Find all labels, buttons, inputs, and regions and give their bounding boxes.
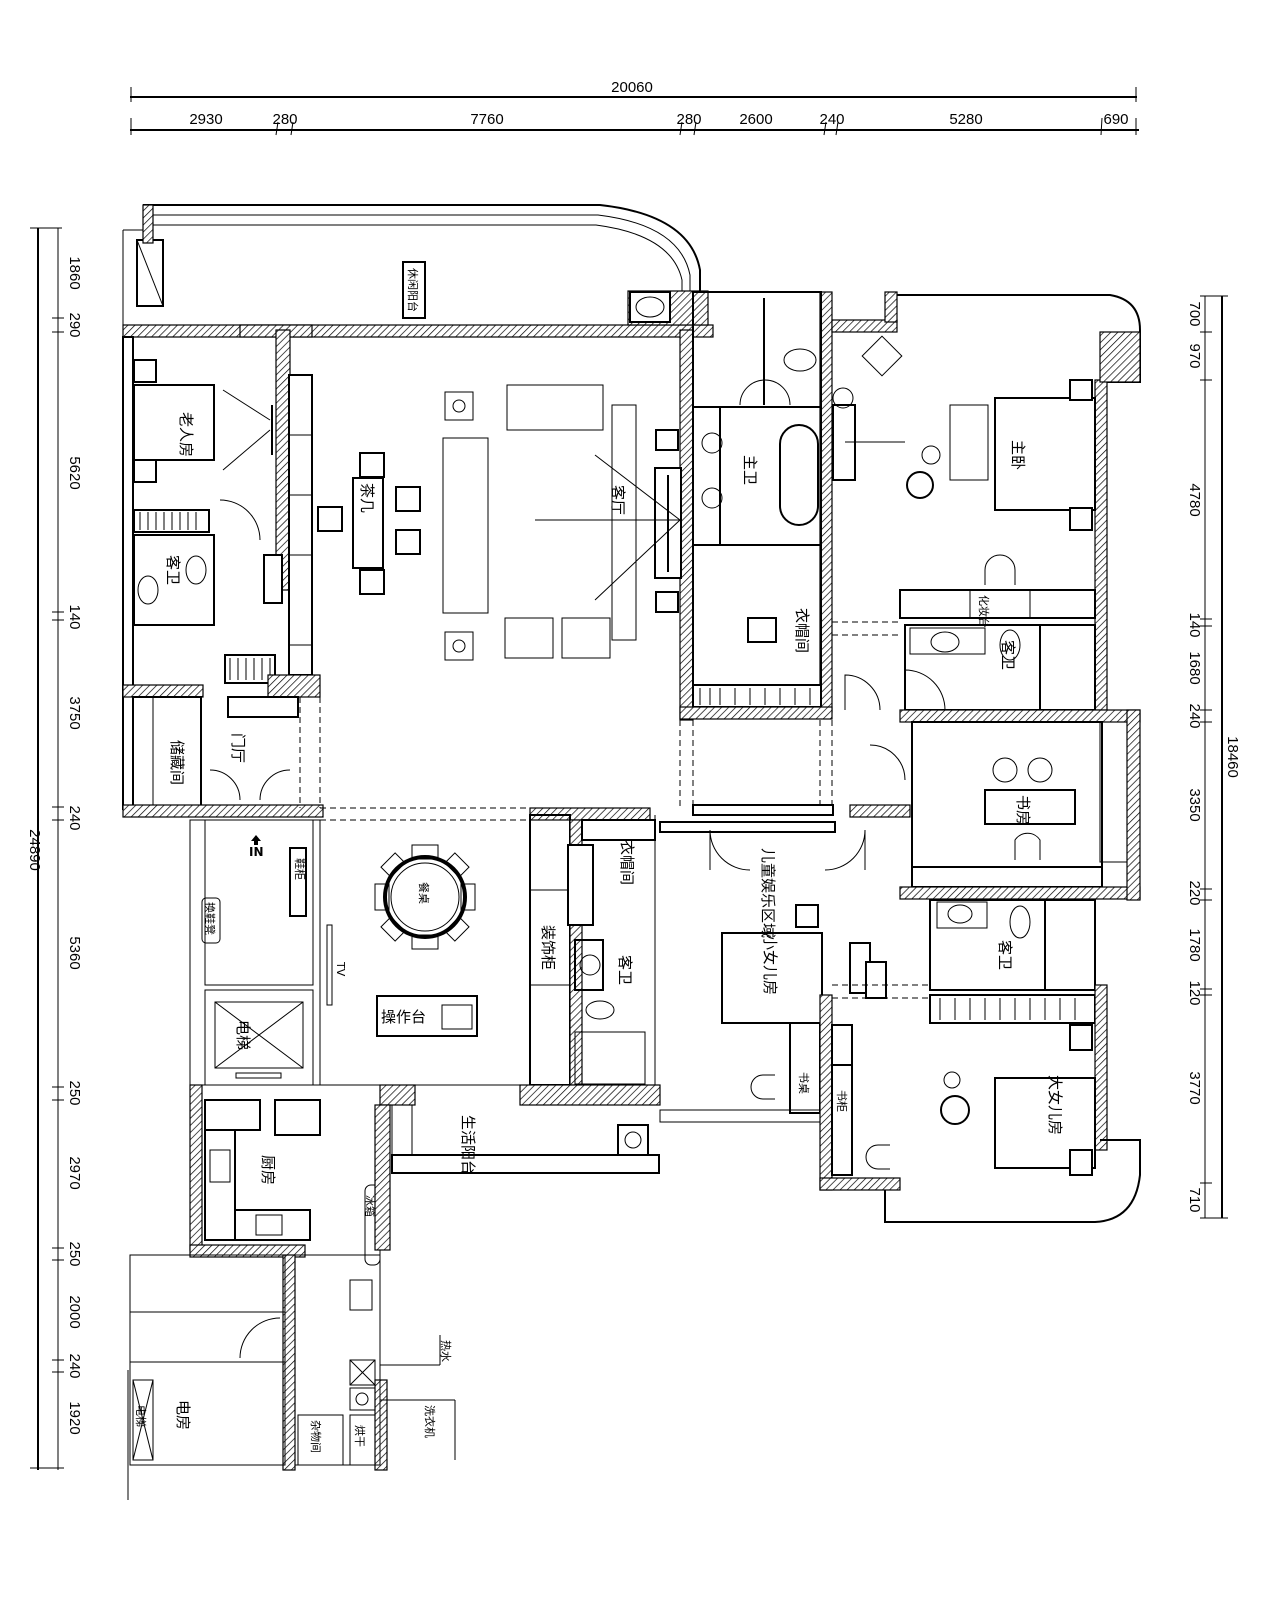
label-water-heater: 热水 <box>439 1340 452 1362</box>
right-dim-9: 1780 <box>1186 928 1203 961</box>
label-guest-bath-2: 客卫 <box>999 640 1017 670</box>
right-dim-10: 120 <box>1186 980 1203 1005</box>
right-dimension: 18460 700 970 4780 140 1680 240 3350 220… <box>1186 295 1241 1219</box>
left-dim-3: 5620 <box>66 456 83 489</box>
top-dim-2: 280 <box>272 111 297 128</box>
label-electric-room: 电房 <box>174 1400 192 1430</box>
left-dim-13: 1920 <box>66 1401 83 1434</box>
label-service-balcony: 生活阳台 <box>459 1115 477 1175</box>
right-dim-12: 710 <box>1186 1187 1203 1212</box>
label-dryer: 烘干 <box>353 1425 367 1447</box>
label-living-room: 客厅 <box>609 485 627 515</box>
left-dim-6: 240 <box>66 805 83 830</box>
label-elder-room: 老人房 <box>177 412 195 457</box>
top-dim-8: 690 <box>1103 111 1128 128</box>
left-dim-10: 250 <box>66 1241 83 1266</box>
label-master-bath: 主卫 <box>741 455 759 485</box>
top-dimension: 20060 2930 280 7760 280 2600 240 5280 69… <box>130 79 1139 136</box>
top-dim-5: 2600 <box>739 111 772 128</box>
label-study: 书房 <box>1014 795 1032 825</box>
label-kids-play-area: 儿童娱乐区域 <box>759 848 777 938</box>
label-fridge: 冰箱 <box>363 1195 377 1217</box>
label-guest-bath-3: 客卫 <box>616 955 634 985</box>
right-dim-5: 1680 <box>1186 651 1203 684</box>
label-tea-table: 茶几 <box>358 483 376 513</box>
top-total-dimension: 20060 <box>611 79 653 96</box>
top-dim-3: 7760 <box>470 111 503 128</box>
label-storage: 储藏间 <box>168 740 186 785</box>
right-dim-4: 140 <box>1186 612 1203 637</box>
label-elevator-2: 电梯 <box>134 1405 147 1427</box>
right-dim-3: 4780 <box>1186 483 1203 516</box>
left-dim-9: 2970 <box>66 1156 83 1189</box>
left-dimension: 24890 1860 290 5620 140 3750 240 5360 25… <box>26 227 83 1470</box>
label-island: 操作台 <box>381 1008 426 1026</box>
label-desk: 书桌 <box>797 1072 810 1094</box>
label-shoe-bench: 换鞋凳 <box>203 902 217 935</box>
label-guest-bath-4: 客卫 <box>996 940 1014 970</box>
right-dim-8: 220 <box>1186 880 1203 905</box>
label-shoe-cabinet: 鞋柜 <box>293 858 307 880</box>
top-dim-6: 240 <box>819 111 844 128</box>
left-dim-11: 2000 <box>66 1295 83 1328</box>
top-dim-1: 2930 <box>189 111 222 128</box>
left-dim-4: 140 <box>66 604 83 629</box>
top-dim-7: 5280 <box>949 111 982 128</box>
label-display-cabinet: 装饰柜 <box>539 925 557 970</box>
label-vanity: 化妆台 <box>977 595 991 628</box>
left-dim-12: 240 <box>66 1353 83 1378</box>
top-dim-4: 280 <box>676 111 701 128</box>
right-dim-7: 3350 <box>1186 788 1203 821</box>
right-total-dimension: 18460 <box>1224 736 1241 778</box>
left-dim-7: 5360 <box>66 936 83 969</box>
room-labels: 休闲阳台 老人房 客卫 茶几 客厅 主卫 衣帽间 主卧 化妆台 客卫 书房 储藏… <box>134 261 1064 1453</box>
label-utility-room: 杂物间 <box>309 1420 323 1453</box>
label-kitchen: 厨房 <box>259 1155 277 1185</box>
label-elder-daughter-room: 大女儿房 <box>1046 1075 1064 1135</box>
label-tv: TV <box>334 961 347 977</box>
label-bookcase: 书柜 <box>835 1090 848 1112</box>
label-master-bedroom: 主卧 <box>1009 440 1027 470</box>
right-dim-1: 700 <box>1186 301 1203 326</box>
left-total-dimension: 24890 <box>26 829 43 871</box>
right-dim-11: 3770 <box>1186 1071 1203 1104</box>
left-dim-1: 1860 <box>66 256 83 289</box>
label-guest-bath-1: 客卫 <box>164 555 182 585</box>
label-dining-table: 餐桌 <box>417 882 431 904</box>
walls <box>122 204 1141 1500</box>
label-elevator: 电梯 <box>234 1020 252 1050</box>
label-foyer: 门厅 <box>229 733 247 763</box>
label-washer: 洗衣机 <box>423 1405 437 1438</box>
left-dim-5: 3750 <box>66 696 83 729</box>
label-closet-2: 衣帽间 <box>618 840 636 885</box>
label-younger-daughter-room: 小女儿房 <box>761 935 779 995</box>
left-dim-2: 290 <box>66 312 83 337</box>
label-entry: IN <box>249 845 264 859</box>
left-dim-8: 250 <box>66 1080 83 1105</box>
right-dim-6: 240 <box>1186 703 1203 728</box>
label-master-closet: 衣帽间 <box>793 608 811 653</box>
right-dim-2: 970 <box>1186 343 1203 368</box>
label-leisure-balcony: 休闲阳台 <box>406 268 420 312</box>
